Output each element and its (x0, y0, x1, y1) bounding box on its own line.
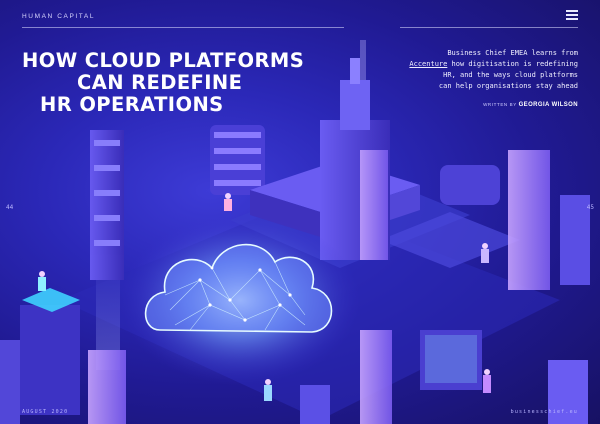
article-title: HOW CLOUD PLATFORMS CAN REDEFINE HR OPER… (22, 50, 312, 116)
header-divider-left (22, 27, 344, 28)
title-line-1: HOW CLOUD PLATFORMS (22, 49, 305, 72)
footer-site: businesschief.eu (510, 409, 578, 415)
hamburger-menu-icon[interactable] (566, 9, 578, 21)
accenture-link[interactable]: Accenture (409, 60, 448, 68)
intro-line-2: Accenture how digitisation is redefining (368, 59, 578, 70)
article-intro: Business Chief EMEA learns from Accentur… (368, 48, 578, 92)
section-label: HUMAN CAPITAL (22, 13, 96, 20)
header-divider-right (400, 27, 578, 28)
intro-line-4: can help organisations stay ahead (438, 82, 578, 90)
byline-prefix: WRITTEN BY (483, 102, 517, 107)
intro-line-1: Business Chief EMEA learns from (447, 49, 578, 57)
glowing-network-cloud (120, 215, 360, 385)
central-skyscraper (320, 58, 390, 260)
left-tower (90, 130, 124, 280)
byline-author: GEORGIA WILSON (518, 102, 578, 108)
title-line-3: HR OPERATIONS (40, 93, 224, 116)
title-line-2: CAN REDEFINE (77, 71, 243, 94)
intro-line-2-text: how digitisation is redefining (447, 60, 578, 68)
people (38, 193, 491, 401)
page-number-left: 44 (6, 204, 14, 211)
intro-line-3: HR, and the ways cloud platforms (443, 71, 578, 79)
server-stack (210, 125, 265, 195)
byline: WRITTEN BY GEORGIA WILSON (483, 102, 578, 108)
footer-date: AUGUST 2020 (22, 409, 69, 415)
page-number-right: 45 (586, 204, 594, 211)
